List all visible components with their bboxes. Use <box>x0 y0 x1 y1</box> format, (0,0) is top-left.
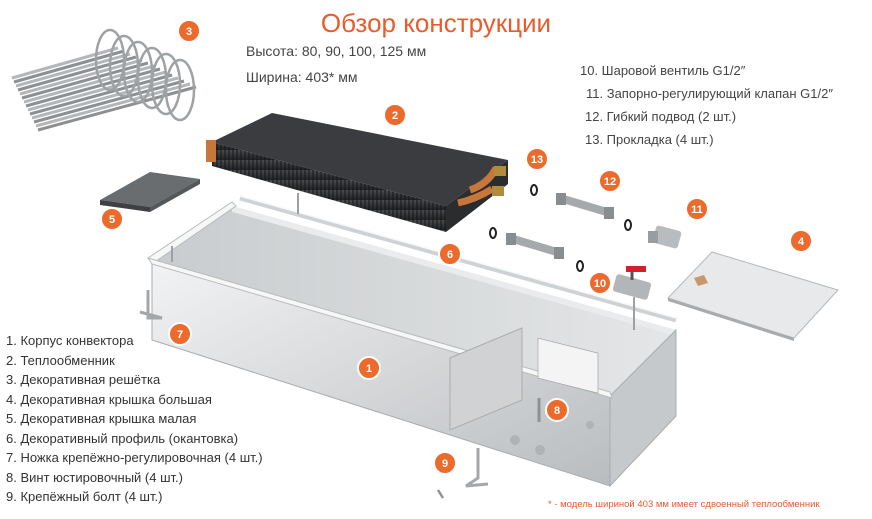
part-label-2: 2. Теплообменник <box>6 352 115 368</box>
grille-bar <box>31 76 179 120</box>
part-label-8: 8. Винт юстировочный (4 шт.) <box>6 469 183 485</box>
parts-legend: 1. Корпус конвектора 2. Теплообменник 3.… <box>6 331 263 507</box>
svg-text:4: 4 <box>798 236 805 248</box>
badge-11: 11 <box>685 197 709 221</box>
fixing-bolt <box>436 489 445 499</box>
svg-text:10: 10 <box>594 278 606 290</box>
warning-sticker <box>537 337 599 394</box>
grille-roll-loop <box>150 52 182 116</box>
height-spec: Высота: 80, 90, 100, 125 мм <box>246 43 427 59</box>
width-spec: Ширина: 403* мм <box>246 69 358 85</box>
grille-bar <box>23 64 155 104</box>
badge-12: 12 <box>598 169 622 193</box>
mounting-foot-left <box>139 290 163 320</box>
grille-bar <box>21 61 149 100</box>
part-label-7: 7. Ножка крепёжно-регулировочная (4 шт.) <box>6 450 263 465</box>
svg-text:11: 11 <box>691 204 703 216</box>
part-label-13: 13. Прокладка (4 шт.) <box>585 132 714 147</box>
flexible-hose-lower <box>506 233 564 259</box>
badge-2: 2 <box>383 103 407 127</box>
part-label-10: 10. Шаровой вентиль G1/2″ <box>580 63 746 78</box>
mounting-foot-bottom <box>465 448 489 488</box>
part-label-11: 11. Запорно-регулирующий клапан G1/2″ <box>586 86 833 101</box>
badge-10: 10 <box>588 271 612 295</box>
decorative-grille <box>11 28 197 132</box>
part-label-1: 1. Корпус конвектора <box>6 333 134 348</box>
grille-bar <box>33 79 185 124</box>
svg-text:13: 13 <box>531 154 543 166</box>
svg-text:5: 5 <box>109 214 115 226</box>
ball-valve <box>612 266 652 300</box>
svg-text:9: 9 <box>442 458 448 470</box>
badge-9: 9 <box>433 451 457 475</box>
flexible-hose-upper <box>556 193 614 219</box>
part-label-4: 4. Декоративная крышка большая <box>6 391 212 407</box>
grille-bar <box>37 85 197 132</box>
grille-bar <box>13 49 125 84</box>
badge-13: 13 <box>525 147 549 171</box>
inner-partition <box>449 327 523 431</box>
svg-text:2: 2 <box>392 110 398 122</box>
grille-bar <box>17 55 137 92</box>
svg-text:3: 3 <box>186 26 192 38</box>
svg-text:12: 12 <box>604 176 616 188</box>
badge-6: 6 <box>438 242 462 266</box>
convector-body <box>146 201 677 488</box>
diagram-title: Обзор конструкции <box>320 8 552 38</box>
grille-bar <box>29 73 173 116</box>
control-valve <box>648 225 682 249</box>
grille-bar <box>27 70 167 112</box>
badge-1: 1 <box>357 356 381 380</box>
copper-tube-end <box>206 140 216 162</box>
heat-exchanger <box>206 113 508 232</box>
svg-text:1: 1 <box>366 363 372 375</box>
badge-5: 5 <box>100 207 124 231</box>
grille-bar <box>19 58 143 96</box>
part-label-9: 9. Крепёжный болт (4 шт.) <box>6 489 163 504</box>
large-cover <box>667 251 839 341</box>
part-label-5: 5. Декоративная крышка малая <box>6 411 197 426</box>
svg-text:8: 8 <box>554 405 560 417</box>
footnote: * - модель шириной 403 мм имеет сдвоенны… <box>548 499 820 510</box>
part-label-3: 3. Декоративная решётка <box>6 372 161 387</box>
part-label-12: 12. Гибкий подвод (2 шт.) <box>585 109 737 124</box>
badge-7: 7 <box>168 322 192 346</box>
grille-roll-loop <box>164 58 196 122</box>
grille-bar <box>11 46 119 80</box>
gaskets <box>489 184 632 272</box>
small-cover <box>100 172 200 212</box>
badge-8: 8 <box>545 398 569 422</box>
svg-text:6: 6 <box>447 249 453 261</box>
badge-3: 3 <box>177 19 201 43</box>
badge-4: 4 <box>789 229 813 253</box>
svg-text:7: 7 <box>177 329 183 341</box>
part-label-6: 6. Декоративный профиль (окантовка) <box>6 430 239 446</box>
